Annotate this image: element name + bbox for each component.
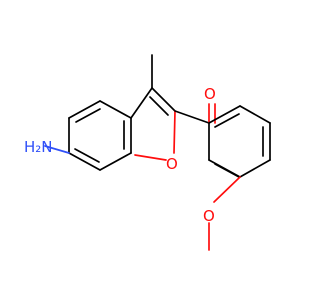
bond-c5-c4 [68,100,101,119]
bond-layer [44,54,271,251]
bond-o-c7a [134,154,167,161]
furan-ring-oxygen-label: O [166,155,178,173]
bond-c3-c2-inner [149,96,169,116]
bond-c7a-c7 [99,152,132,171]
molecule-structure-diagram: H₂N O O O [24,54,271,251]
bond-ph6-ph1-inner [214,113,240,128]
bond-c2-carbonyl [174,110,210,124]
bond-ph2-ph3-inner [214,163,240,178]
atom-label-layer: H₂N O O O [24,85,216,225]
bond-ph3-ome-o [213,176,241,203]
amine-nh2-label: H₂N [24,138,53,156]
bond-ph6-ph1 [208,105,241,124]
methoxy-oxygen-label: O [203,207,215,225]
bond-c7-c6-inner [74,148,100,163]
bond-c6-n [44,145,70,154]
bond-c7-c6 [68,152,101,171]
ketone-oxygen-label: O [204,85,216,103]
bond-c3-c2 [151,87,176,112]
bond-ph5-ph6 [239,105,271,124]
bond-c3a-c4 [99,100,132,119]
bond-c3a-c3 [130,87,153,119]
bond-ph3-ph4 [239,159,271,178]
bond-c2-o [173,110,176,154]
bond-c5-c4-inner [75,108,101,123]
